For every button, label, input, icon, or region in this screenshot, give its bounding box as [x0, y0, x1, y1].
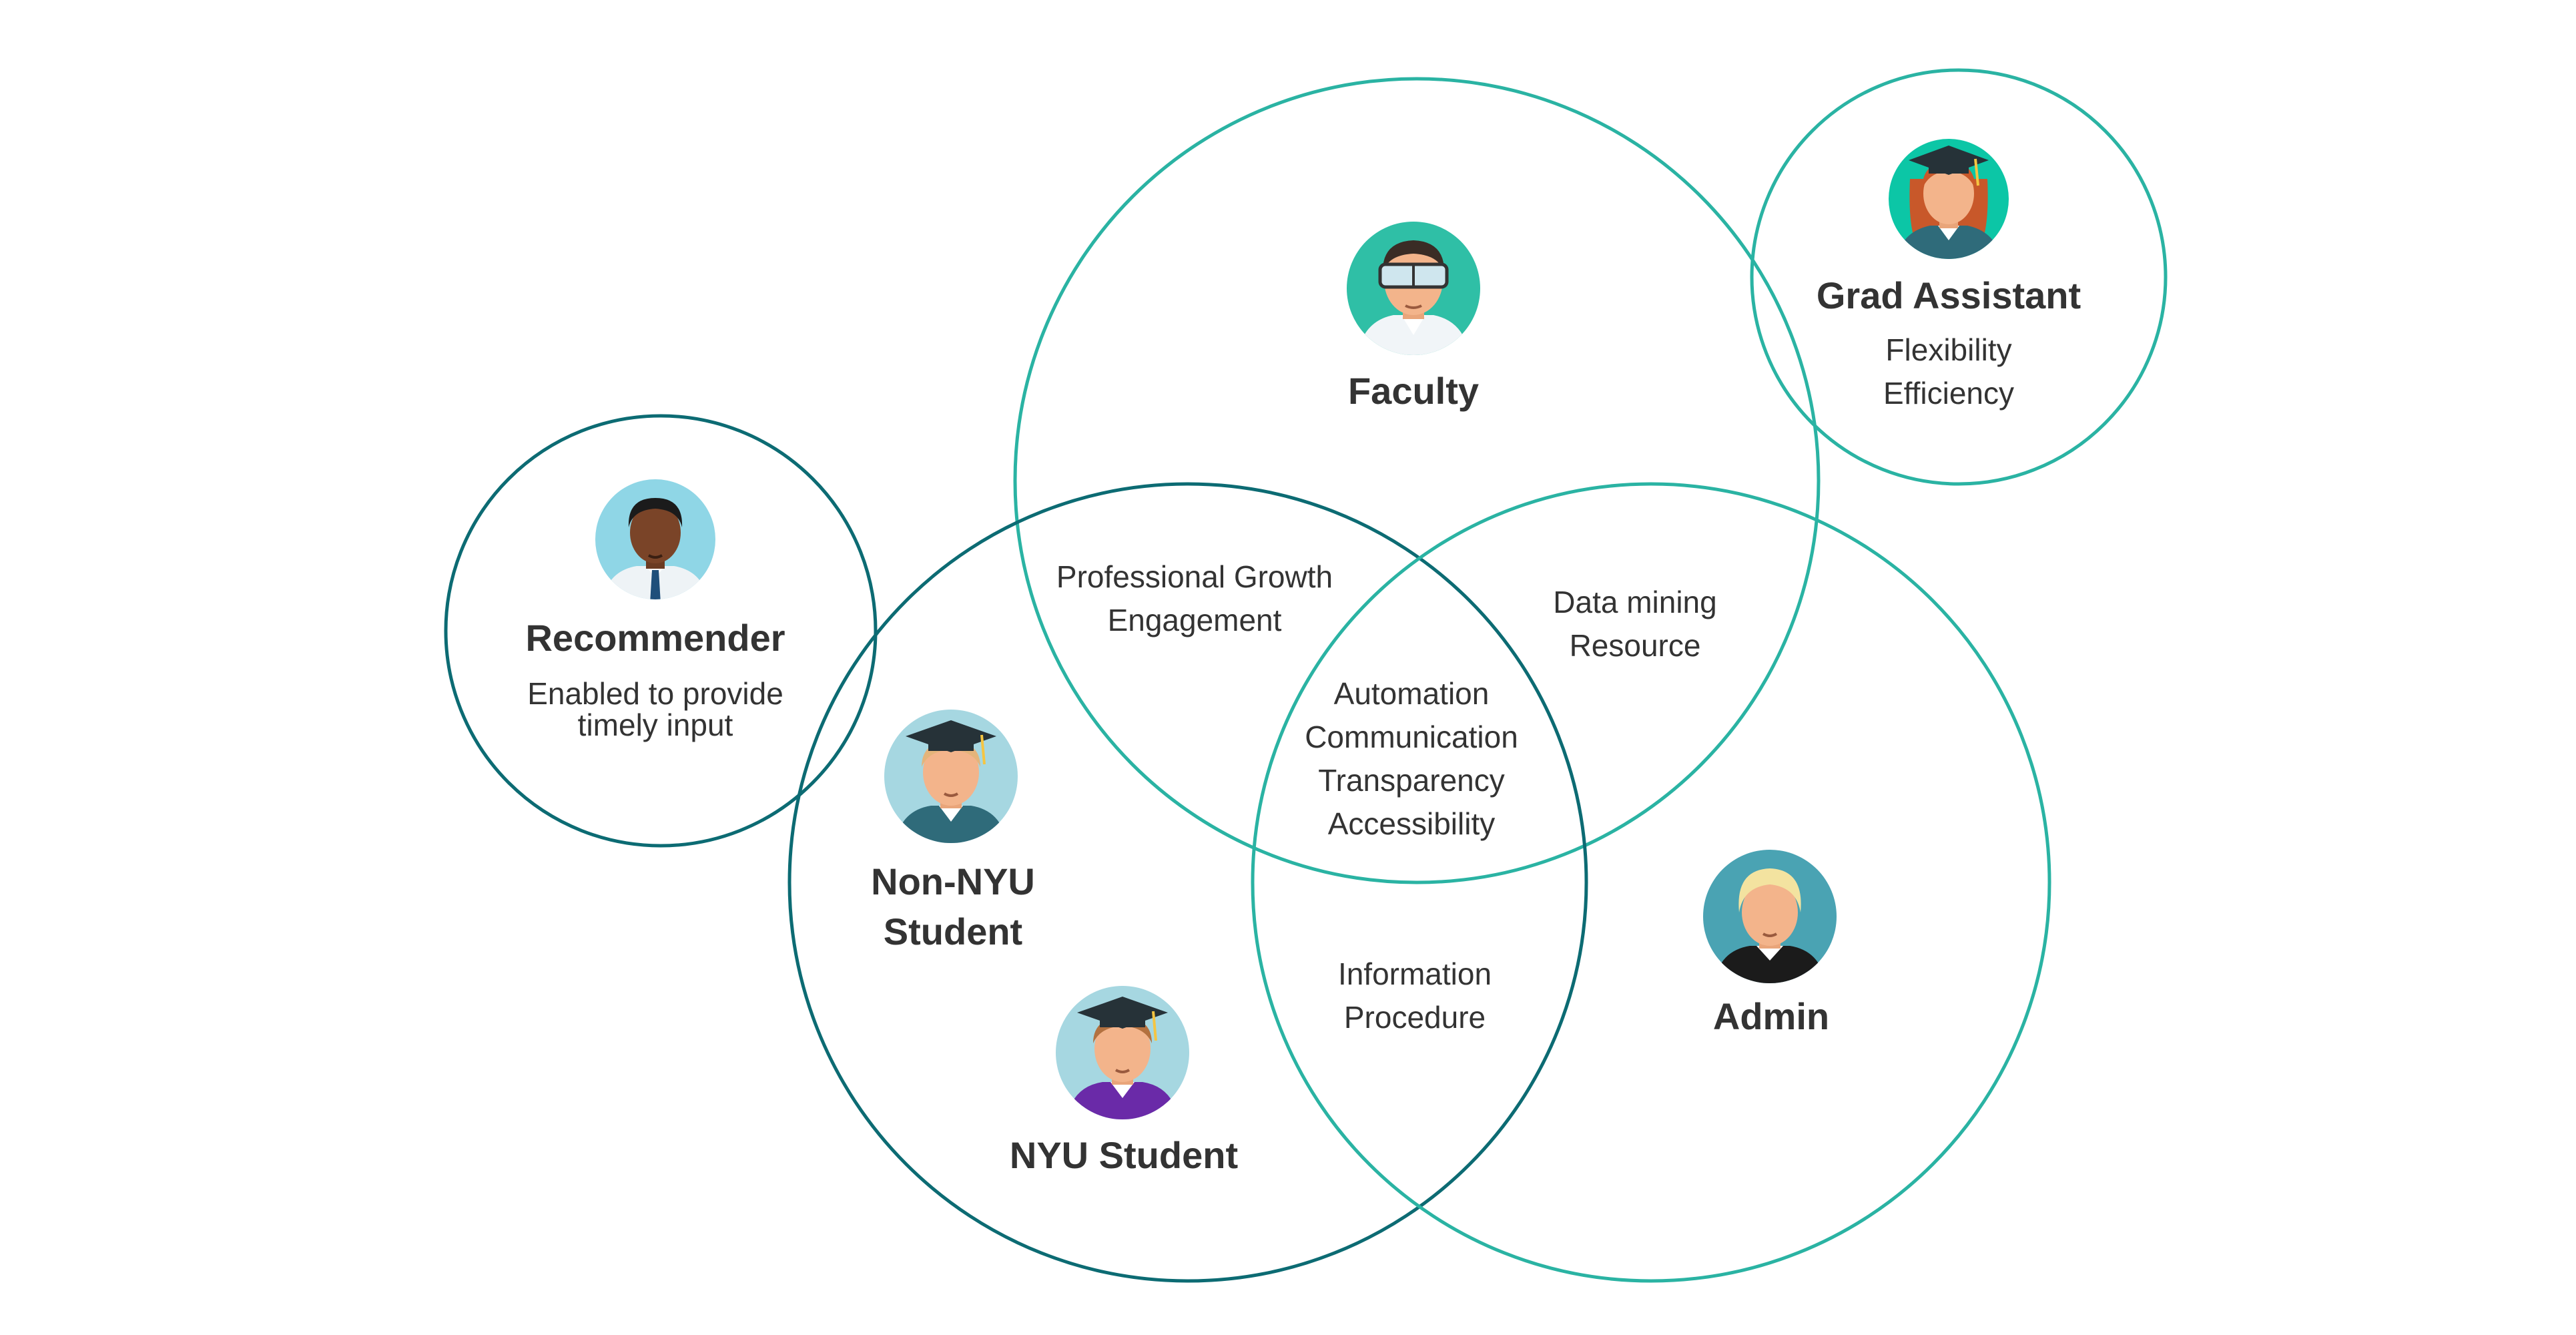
recommender-value-1: Enabled to provide — [527, 676, 783, 711]
nyu-student-label: NYU Student — [1010, 1134, 1238, 1176]
non-nyu-student-avatar-icon — [884, 710, 1018, 843]
all-three-overlap-line-3: Transparency — [1318, 763, 1505, 798]
student-admin-overlap-line-2: Procedure — [1344, 1000, 1486, 1035]
admin-circle — [1251, 482, 2051, 1283]
faculty-avatar-icon — [1347, 222, 1480, 355]
grad-assistant-label: Grad Assistant — [1817, 274, 2081, 316]
faculty-circle — [1013, 77, 1821, 884]
faculty-label: Faculty — [1348, 370, 1479, 412]
admin-avatar-icon — [1703, 850, 1837, 983]
grad-assistant-value-2: Efficiency — [1883, 376, 2014, 411]
recommender-circle — [444, 414, 878, 848]
recommender-value-2: timely input — [578, 708, 733, 742]
grad-assistant-circle — [1750, 68, 2168, 486]
faculty-student-overlap-line-1: Professional Growth — [1056, 559, 1333, 594]
all-three-overlap-line-2: Communication — [1305, 720, 1518, 754]
non-nyu-student-label-line-1: Non-NYU — [871, 860, 1035, 902]
student-circle — [787, 482, 1588, 1283]
faculty-student-overlap-line-2: Engagement — [1108, 603, 1282, 637]
grad-assistant-avatar-icon — [1889, 139, 2009, 259]
grad-assistant-value-1: Flexibility — [1885, 332, 2011, 367]
admin-label: Admin — [1713, 995, 1829, 1037]
nyu-student-avatar-icon — [1056, 986, 1189, 1119]
recommender-avatar-icon — [595, 479, 715, 599]
all-three-overlap-line-4: Accessibility — [1328, 806, 1496, 841]
student-admin-overlap-line-1: Information — [1338, 957, 1492, 991]
all-three-overlap-line-1: Automation — [1334, 676, 1490, 711]
recommender-label: Recommender — [525, 617, 785, 659]
non-nyu-student-label-line-2: Student — [884, 910, 1022, 953]
faculty-admin-overlap-line-1: Data mining — [1553, 585, 1716, 619]
faculty-admin-overlap-line-2: Resource — [1570, 628, 1701, 663]
